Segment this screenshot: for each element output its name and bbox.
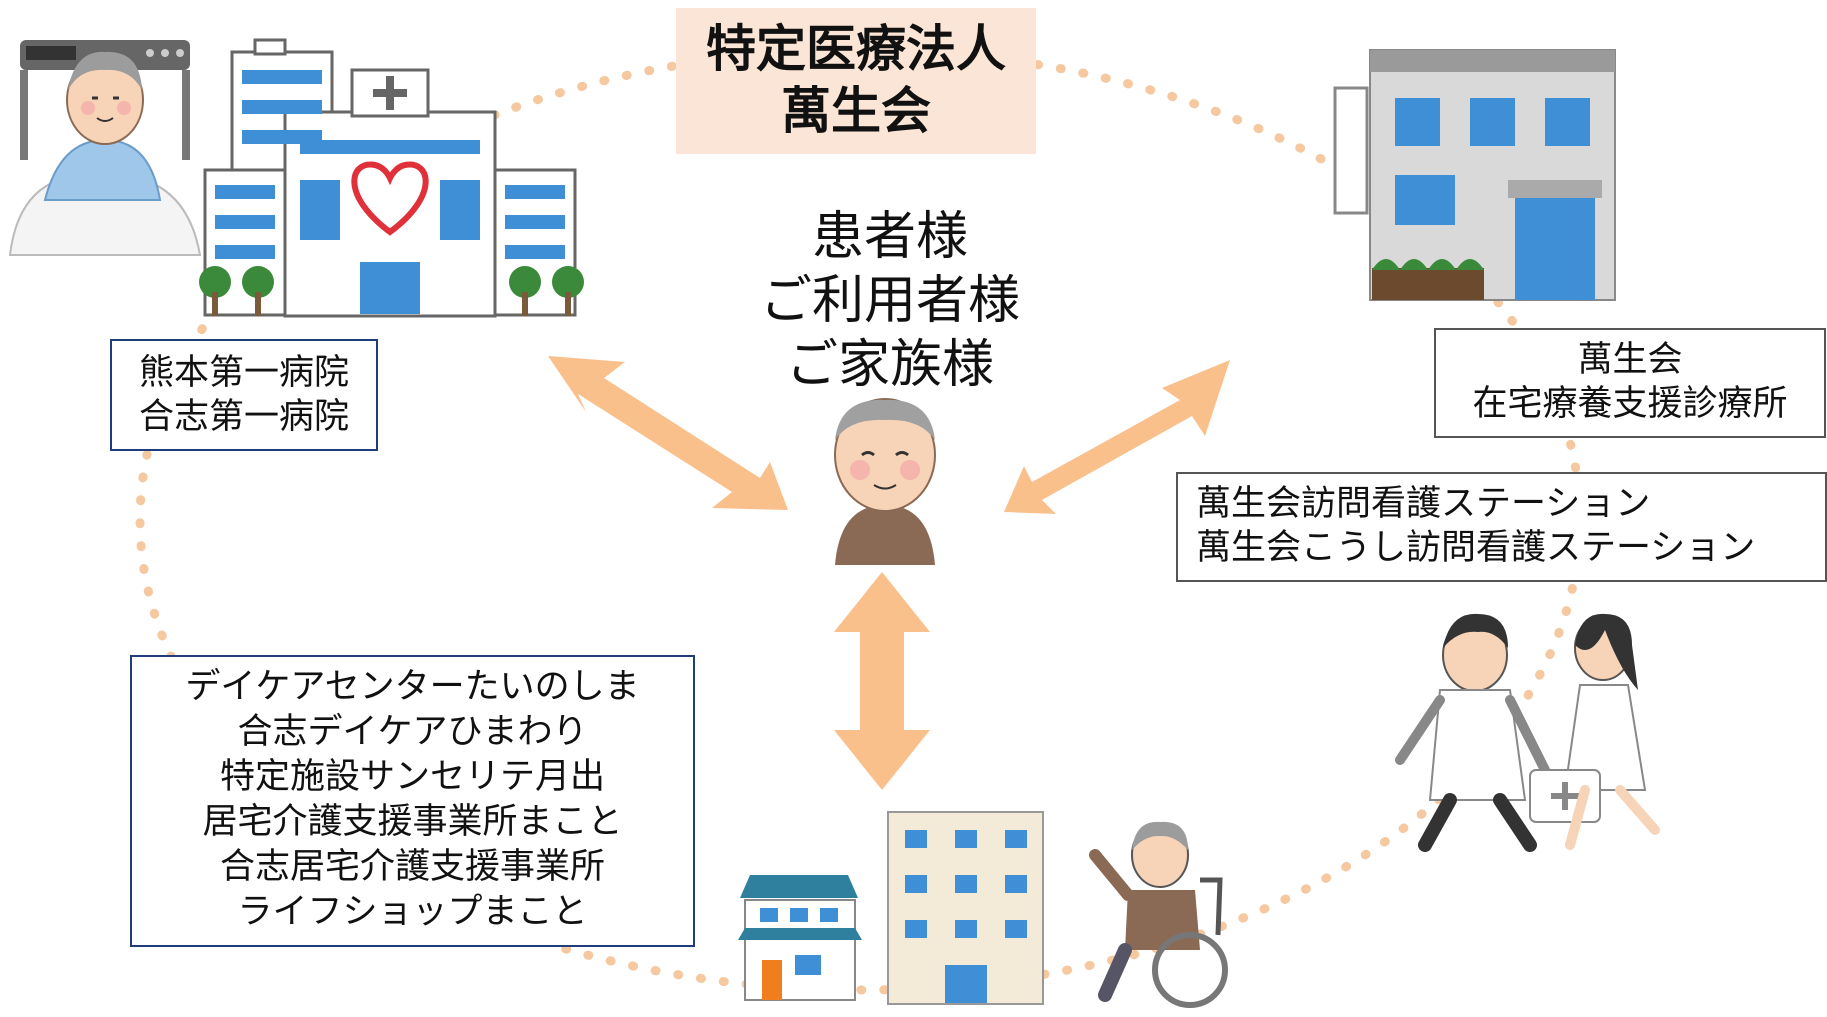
care-service-name: ライフショップまこと [237,892,588,932]
care-service-name: 合志デイケアひまわり [237,712,588,752]
clinic-org-name: 萬生会 [1577,340,1683,380]
center-label-families: ご家族様 [785,335,994,395]
organization-title-line-1: 特定医療法人 [706,20,1006,78]
center-label-users: ご利用者様 [759,271,1020,331]
clinic-building-icon [1333,49,1616,301]
clinic-name: 在宅療養支援診療所 [1472,384,1788,424]
hospital-name: 合志第一病院 [138,397,349,437]
care-service-name: 合志居宅介護支援事業所 [219,847,605,887]
clinic-box: 萬生会 在宅療養支援診療所 [1434,328,1826,438]
organization-title: 特定医療法人 萬生会 [676,8,1036,154]
care-service-name: 特定施設サンセリテ月出 [219,757,605,797]
center-label-patients: 患者様 [811,207,968,267]
care-service-name: デイケアセンターたいのしま [185,667,640,707]
organization-title-line-2: 萬生会 [781,82,931,140]
arrow-to-hospital [548,356,788,510]
center-label: 患者様 ご利用者様 ご家族様 [730,205,1050,397]
nursing-stations-box: 萬生会訪問看護ステーション 萬生会こうし訪問看護ステーション [1176,472,1827,582]
care-service-name: 居宅介護支援事業所まこと [202,802,623,842]
arrow-to-clinic [1004,360,1230,514]
hospital-building-icon [199,38,584,318]
doctor-and-nurse-icon [1395,613,1660,852]
apartment-building-icon [887,811,1044,1005]
hospitals-box: 熊本第一病院 合志第一病院 [110,339,378,451]
elderly-person-icon [834,398,936,565]
hospital-name: 熊本第一病院 [138,353,349,393]
house-icon [738,875,862,1001]
nursing-station-name: 萬生会こうし訪問看護ステーション [1196,528,1756,568]
patient-in-bed-icon [8,40,202,256]
wheelchair-user-icon [1089,821,1228,1008]
care-services-box: デイケアセンターたいのしま 合志デイケアひまわり 特定施設サンセリテ月出 居宅介… [130,655,695,947]
nursing-station-name: 萬生会訪問看護ステーション [1196,484,1651,524]
arrow-to-home [834,572,930,790]
